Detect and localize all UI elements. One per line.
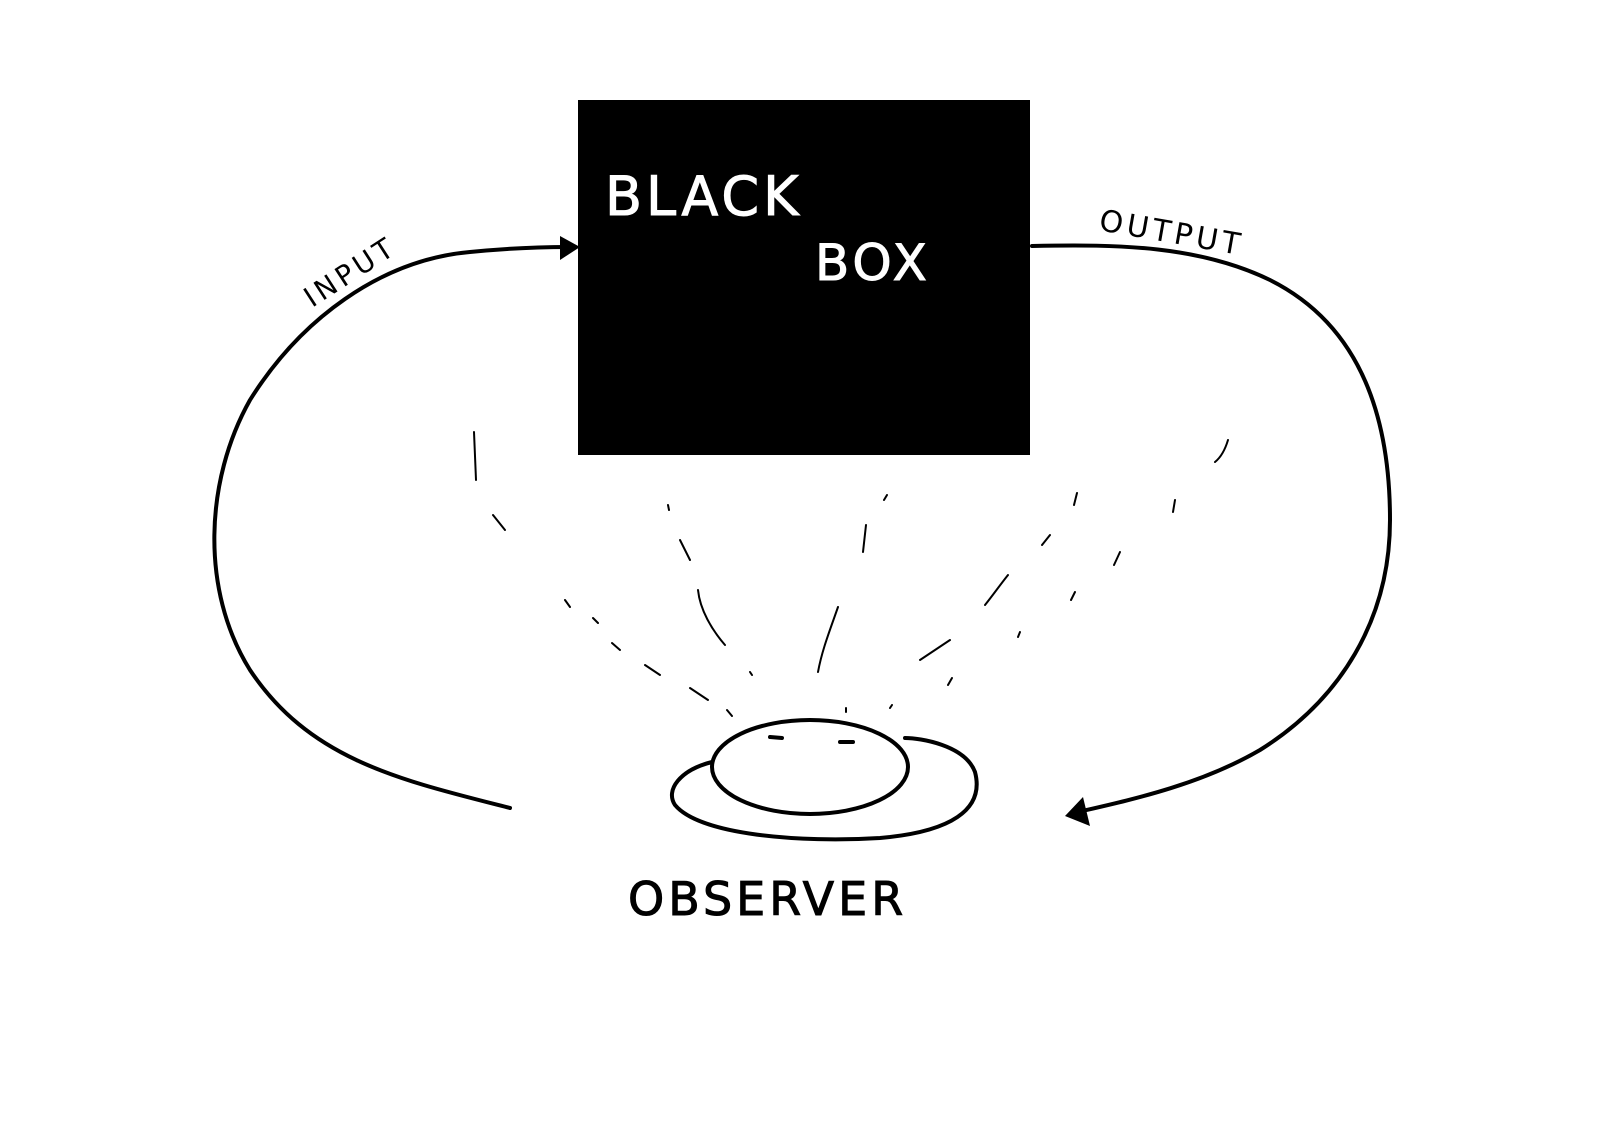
observer-head — [710, 718, 910, 816]
black-box — [578, 100, 1030, 455]
observer-label: OBSERVER — [628, 872, 907, 926]
output-arrow-curve — [1030, 243, 1393, 814]
observer-eye-left — [768, 735, 784, 740]
black-box-label-line1: BLACK — [605, 165, 802, 228]
observation-rays — [473, 431, 1229, 717]
input-label: INPUT — [298, 230, 403, 314]
observer-base-ellipse — [669, 736, 979, 842]
output-label: OUTPUT — [1097, 203, 1247, 263]
observer-figure — [669, 718, 979, 842]
output-arrowhead-icon — [1065, 797, 1090, 826]
black-box-label-line2: BOX — [815, 234, 931, 292]
input-arrowhead-icon — [560, 236, 580, 260]
input-arrow-curve — [212, 245, 570, 810]
